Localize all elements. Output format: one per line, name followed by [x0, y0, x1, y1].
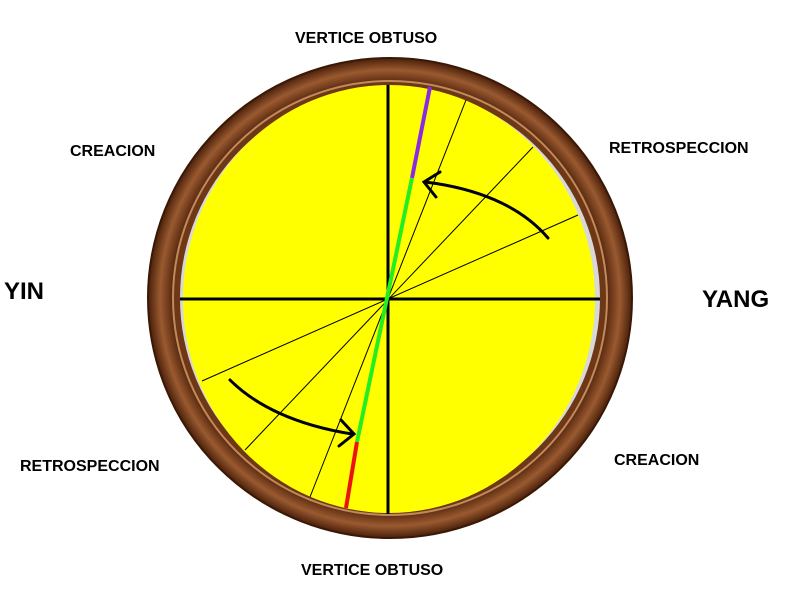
diagonal-segment-green [355, 177, 414, 443]
label-bottom: VERTICE OBTUSO [301, 562, 444, 579]
upper-arrow-head-icon [421, 170, 442, 199]
lower-arrow-icon [228, 378, 354, 436]
upper-arrow-icon [423, 180, 550, 240]
label-yin: YIN [4, 278, 45, 305]
label-upper-right: RETROSPECCION [609, 140, 749, 157]
diagonal-segment-red [344, 441, 359, 509]
diagonal-segment-purple [410, 86, 432, 179]
colored-diagonal [344, 86, 432, 509]
curved-arrows [228, 170, 550, 448]
label-lower-right: CREACION [614, 452, 700, 469]
label-top: VERTICE OBTUSO [295, 30, 438, 47]
label-yang: YANG [702, 286, 770, 313]
label-lower-left: RETROSPECCION [20, 458, 160, 475]
lower-arrow-head-icon [337, 418, 357, 448]
label-upper-left: CREACION [70, 143, 156, 160]
